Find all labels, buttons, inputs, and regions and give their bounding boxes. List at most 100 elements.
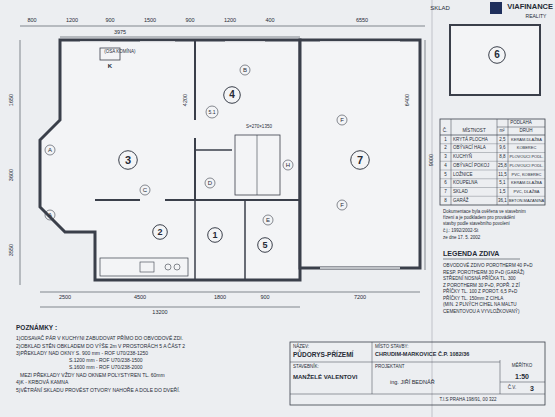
plan-stroke [205,178,215,188]
plan-label: STŘEDNÍ NOSNÁ PŘÍČKA TL. 300 [443,277,516,282]
plan-label: 9,6 [499,146,505,151]
plan-label: DRUH [520,129,533,134]
plan-label: D [208,180,212,186]
plan-label: č.j.: 1992/2002-St [443,229,478,234]
plan-label: PROJEKTANT [375,365,404,370]
plan-label: 2500 [59,295,71,301]
plan-label: BETON.MAZANINA [509,199,545,203]
plan-label: 11,5 [498,172,506,177]
plan-stroke [497,119,498,205]
plan-label: REALITY [526,14,547,19]
plan-stroke [320,267,400,269]
plan-label: KUCHYŇ [453,155,472,160]
plan-label: A [48,212,52,218]
room-number: 6 [488,46,506,64]
plan-stroke [244,200,246,280]
plan-label: F [340,117,344,123]
plan-label: 4 [444,164,447,169]
plan-label: 1)ODSAVAČ PÁR V KUCHYNI ZABUDOVAT PŘÍMO … [16,336,183,341]
plan-label: 7 [444,190,447,195]
plan-stroke [195,149,232,151]
plan-label: KOUPELNA [453,181,478,186]
plan-stroke [440,135,545,136]
plan-label: Č.V. [508,386,516,391]
room-number-text: 3 [118,150,138,170]
plan-stroke [194,200,196,280]
plan-label: 8,8 [499,155,505,160]
plan-label: T.I.S PRAHA 198/91, 00 322 [440,398,497,403]
plan-label: Č. [443,129,448,134]
room-number-text: 7 [350,150,370,170]
plan-label: 4200 [183,94,189,106]
plan-stroke [290,394,545,395]
plan-stroke [194,40,196,120]
plan-stroke [194,138,196,200]
plan-label: LEGENDA ZDIVA [443,250,499,257]
plan-label: 6550 [356,18,368,24]
plan-stroke [40,307,300,308]
plan-label: 25,8 [498,164,507,169]
plan-stroke [372,342,373,394]
plan-label: 800 [27,18,36,24]
plan-label: 1800 [214,295,226,301]
plan-stroke [440,119,545,205]
plan-label: KERAM.DLAŽBA [511,138,542,142]
plan-stroke [440,161,545,162]
plan-label: CEMENTOVOU A VYVLOŽKOVANÝ) [443,309,519,314]
plan-stroke [140,262,154,272]
plan-stroke [257,135,258,195]
plan-label: 3 [444,155,447,160]
plan-label: 4500 [134,295,146,301]
plan-label: ze dne 17. 5. 2002 [443,236,480,241]
room-number: 3 [118,150,138,170]
plan-stroke [80,41,110,42]
plan-stroke [240,65,250,75]
plan-label: VIAFINANCE [507,3,553,11]
plan-stroke [225,41,265,42]
plan-label: (OSA KOMÍNA) [104,50,135,55]
room-number: 1 [207,227,223,243]
plan-label: 3)PŘEKLADY NAD OKNY S. 900 mm - ROF U70/… [16,351,148,356]
plan-label: H [286,162,290,168]
plan-stroke [283,160,293,170]
room-number: 7 [350,150,370,170]
plan-stroke [450,25,540,95]
plan-stroke [300,40,420,268]
plan-label: 6400 [405,94,411,106]
plan-stroke [508,119,509,205]
plan-label: KRYTÁ PLOCHA [453,137,488,142]
plan-label: A [48,147,52,153]
plan-label: PLOVOUCÍ PODL. [510,155,544,159]
plan-stroke [440,187,545,188]
plan-label: 3 [530,385,534,392]
plan-label: m² [499,129,504,134]
room-number: 4 [223,86,241,104]
plan-label: 5,1 [499,181,505,186]
plan-label: 5 [444,172,447,177]
plan-stroke [443,259,520,260]
plan-label: KOBEREC [517,146,537,150]
plan-label: 900 [185,18,194,24]
plan-label: 900 [260,295,269,301]
plan-label: 36,1 [498,199,507,204]
plan-stroke [40,40,300,280]
plan-label: 6 [444,181,447,186]
plan-label: řízení a je podkladem pro provádění [443,216,515,221]
plan-label: PVC, DLAŽBA [513,190,539,194]
plan-label: MĚŘÍTKO [512,364,533,369]
plan-stroke [337,200,347,210]
plan-label: 3975 [114,30,126,36]
room-number: 2 [152,224,168,240]
room-number-text: 4 [223,86,241,104]
plan-label: ing. JIŘÍ BEDNÁŘ [390,380,435,386]
plan-label: 1650 [9,94,15,106]
plan-label: B [243,67,247,73]
plan-stroke [20,26,425,27]
plan-stroke [440,178,545,179]
plan-stroke [206,106,218,118]
plan-stroke [440,143,545,144]
plan-label: Dokumentace byla ověřena ve stavebním [443,210,526,215]
plan-stroke [45,145,55,155]
plan-label: PLOVOUCÍ PODL. [510,164,544,168]
